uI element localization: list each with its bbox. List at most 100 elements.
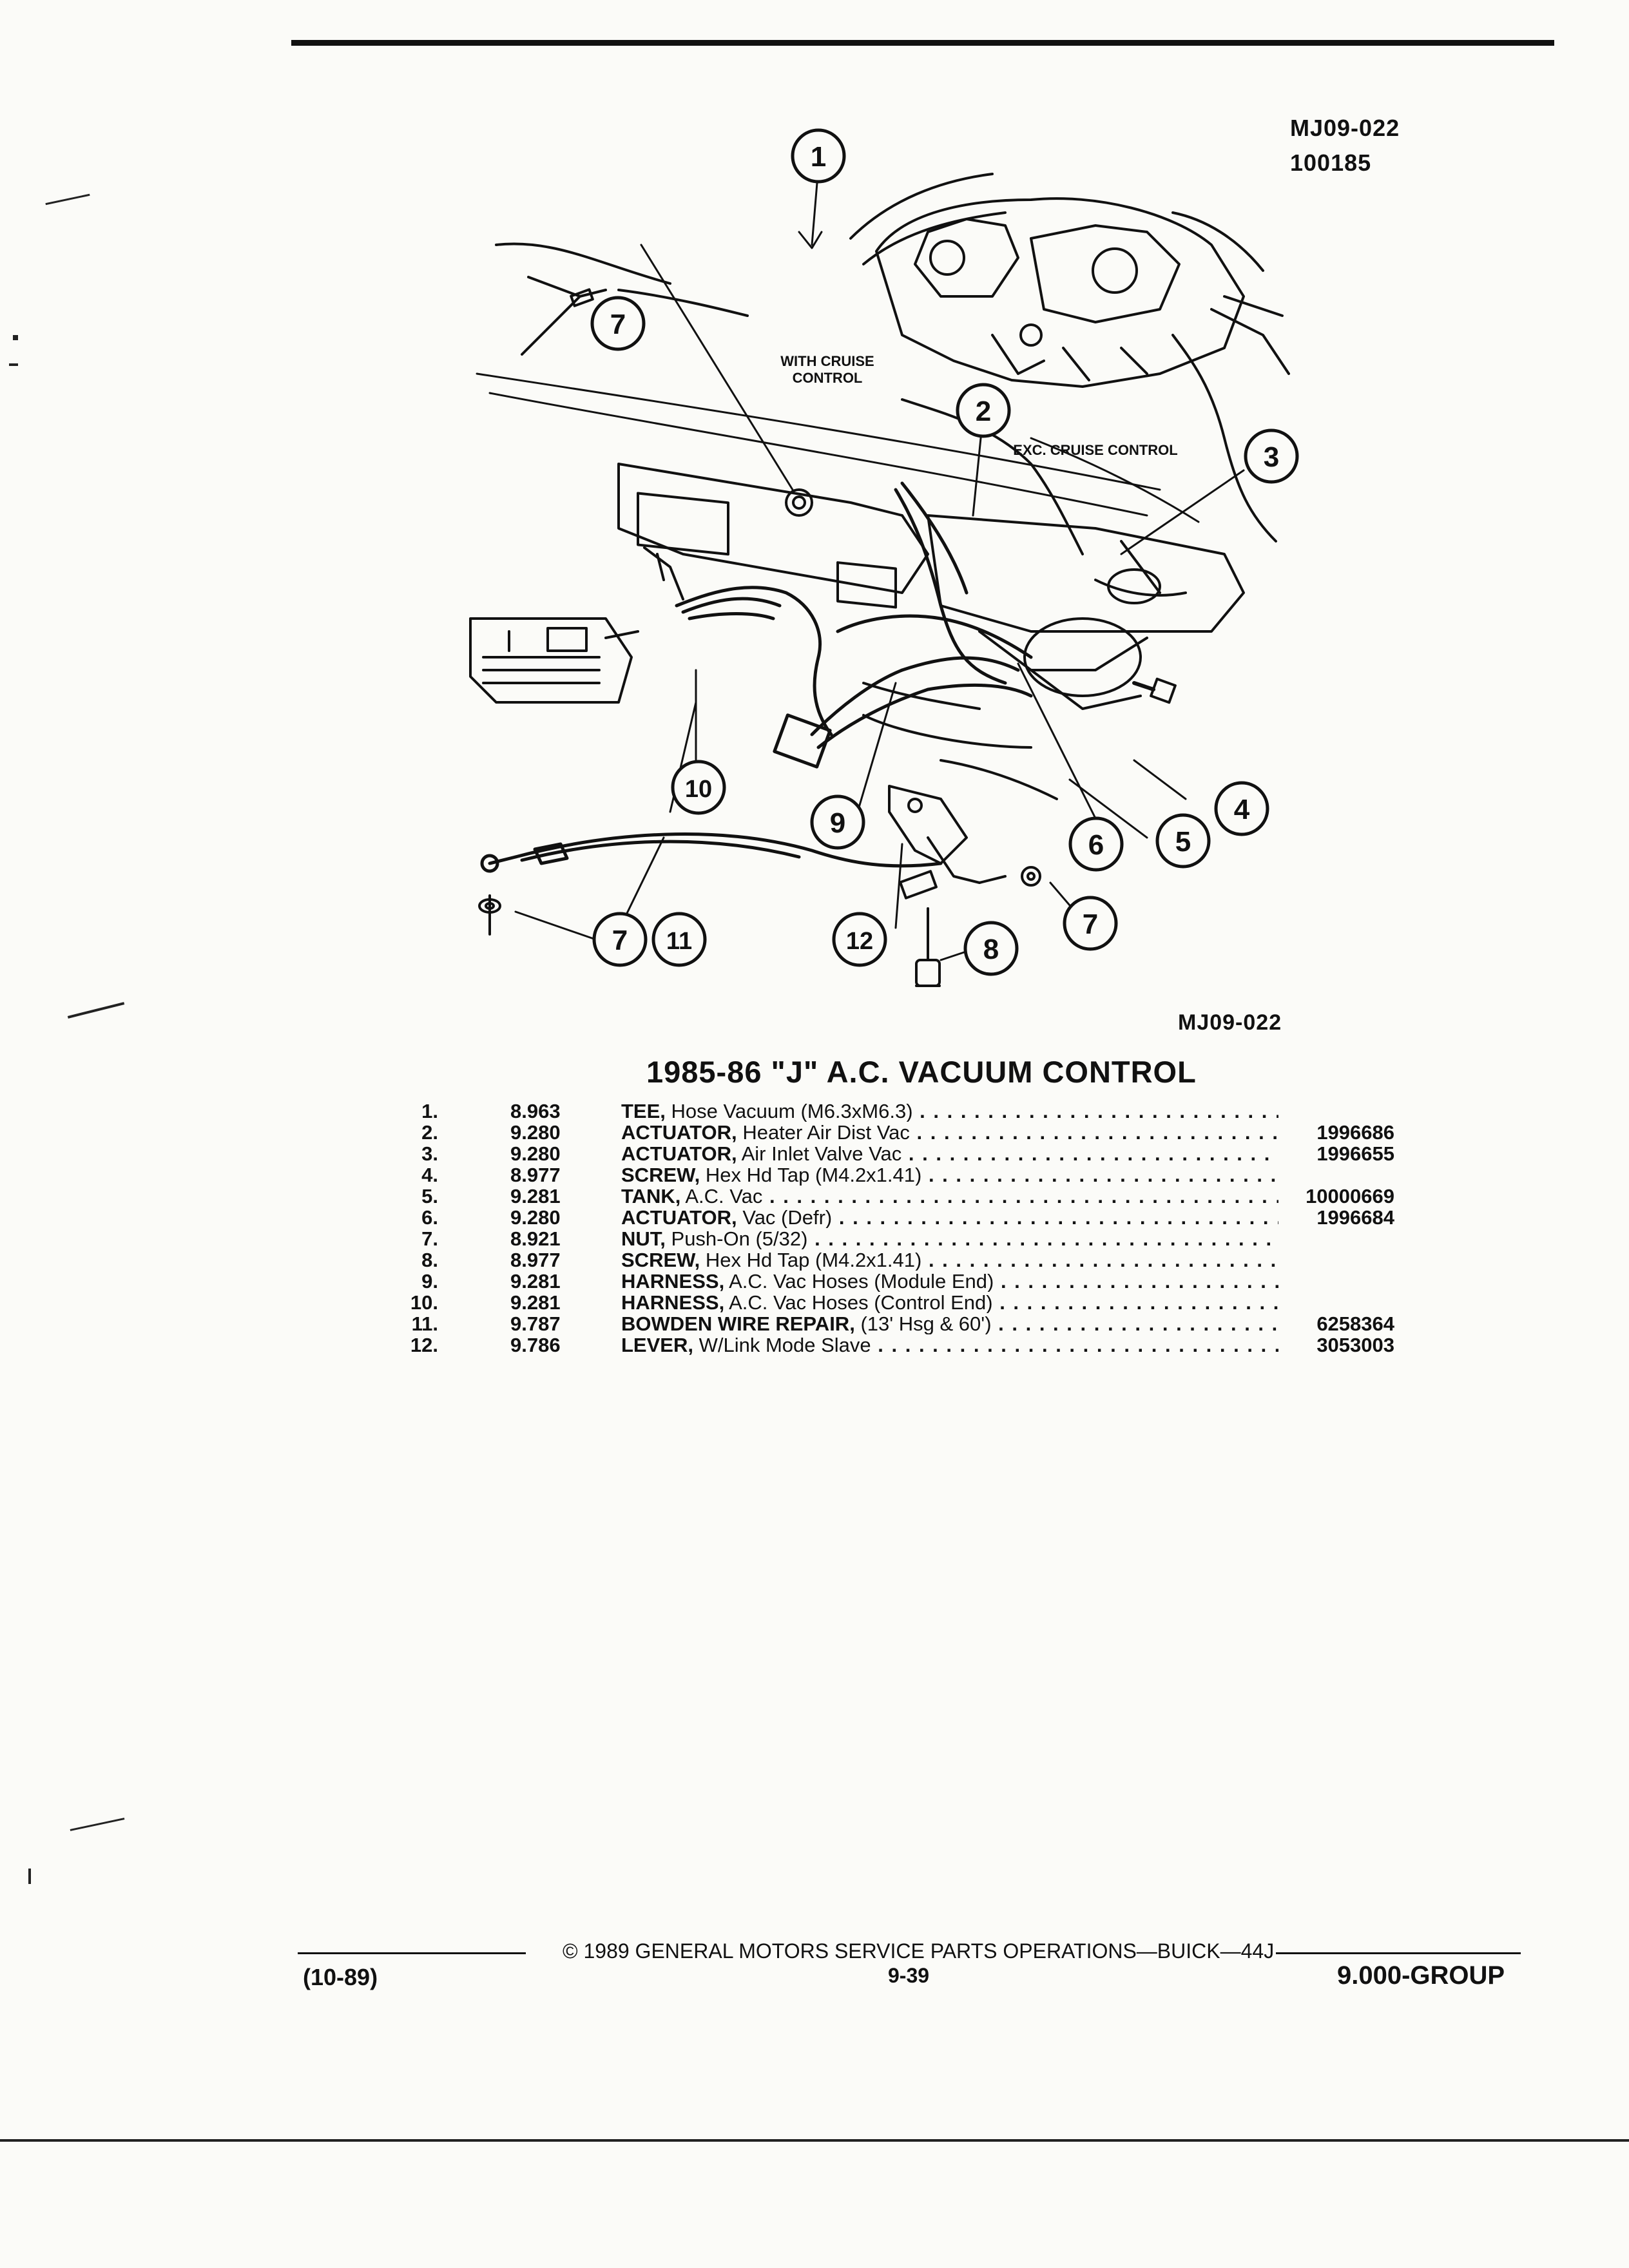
part-name: ACTUATOR, xyxy=(621,1122,737,1143)
part-number: 3053003 xyxy=(1316,1334,1394,1356)
part-description: ACTUATOR, Air Inlet Valve Vac xyxy=(621,1143,1278,1164)
scan-mark xyxy=(9,363,18,366)
callout-7-b xyxy=(1063,896,1118,951)
date-code: 100185 xyxy=(1290,149,1372,176)
part-number: 1996655 xyxy=(1316,1142,1394,1165)
page-title: 1985-86 "J" A.C. VACUUM CONTROL xyxy=(646,1055,1197,1089)
callout-5 xyxy=(1155,813,1211,869)
part-detail: Hex Hd Tap (M4.2x1.41) xyxy=(705,1164,922,1186)
group-number: 8.977 xyxy=(510,1249,561,1271)
callout-number: 5 xyxy=(1175,826,1191,858)
part-detail: Hex Hd Tap (M4.2x1.41) xyxy=(705,1249,922,1271)
callout-number: 8 xyxy=(983,934,999,965)
callout-number: 11 xyxy=(666,928,692,955)
label-exc-cruise: EXC. CRUISE CONTROL xyxy=(1013,442,1177,458)
part-number: 1996684 xyxy=(1316,1206,1394,1229)
footer-date: (10-89) xyxy=(303,1964,378,1990)
bottom-rule xyxy=(0,2139,1629,2142)
callout-number: 6 xyxy=(1088,829,1104,861)
control-head xyxy=(469,617,639,704)
part-detail: Push-On (5/32) xyxy=(671,1228,808,1249)
part-name: TEE, xyxy=(621,1100,666,1122)
part-description: SCREW, Hex Hd Tap (M4.2x1.41) xyxy=(621,1249,1278,1271)
fasteners xyxy=(478,677,1177,987)
lever-assembly xyxy=(888,785,1041,899)
group-number: 9.786 xyxy=(510,1334,561,1356)
group-number: 8.963 xyxy=(510,1100,561,1122)
part-name: SCREW, xyxy=(621,1249,700,1271)
diagram-code: MJ09-022 xyxy=(1290,115,1400,141)
callout-2 xyxy=(956,383,1011,438)
part-detail: Hose Vacuum (M6.3xM6.3) xyxy=(671,1100,913,1122)
label-with-cruise-control: CONTROL xyxy=(793,370,863,386)
footer-rule-left xyxy=(298,1952,526,1954)
part-detail: A.C. Vac Hoses (Module End) xyxy=(729,1271,994,1292)
scan-mark xyxy=(67,1002,125,1019)
callout-number: 9 xyxy=(830,807,845,839)
part-description: ACTUATOR, Heater Air Dist Vac xyxy=(621,1122,1278,1143)
callout-number: 7 xyxy=(612,925,628,956)
parts-list-row: 9. 9.281 HARNESS, A.C. Vac Hoses (Module E… xyxy=(374,1271,1405,1292)
scan-mark xyxy=(70,1818,125,1831)
scan-mark xyxy=(28,1869,31,1884)
item-number: 10. xyxy=(410,1291,438,1314)
engine-drawing xyxy=(849,173,1290,388)
item-number: 3. xyxy=(421,1142,438,1165)
item-number: 7. xyxy=(421,1227,438,1250)
part-detail: A.C. Vac xyxy=(685,1186,763,1207)
callout-number: 10 xyxy=(685,776,712,803)
item-number: 4. xyxy=(421,1164,438,1186)
callout-number: 1 xyxy=(811,141,826,173)
part-detail: A.C. Vac Hoses (Control End) xyxy=(729,1292,993,1313)
footer-page-number: 9-39 xyxy=(888,1964,930,1987)
item-number: 2. xyxy=(421,1121,438,1144)
footer-rule-right xyxy=(1276,1952,1521,1954)
caption-code: MJ09-022 xyxy=(1178,1010,1282,1035)
callout-11 xyxy=(651,912,707,967)
part-name: BOWDEN WIRE REPAIR, xyxy=(621,1313,855,1334)
part-description: TEE, Hose Vacuum (M6.3xM6.3) xyxy=(621,1100,1278,1122)
part-description: HARNESS, A.C. Vac Hoses (Control End) xyxy=(621,1292,1278,1313)
cruise-hoses xyxy=(495,242,1277,555)
callout-number: 3 xyxy=(1264,441,1279,473)
group-number: 8.921 xyxy=(510,1227,561,1250)
part-name: ACTUATOR, xyxy=(621,1207,737,1228)
part-description: BOWDEN WIRE REPAIR, (13' Hsg & 60') xyxy=(621,1313,1278,1334)
footer-group: 9.000-GROUP xyxy=(1337,1961,1505,1990)
item-number: 1. xyxy=(421,1100,438,1122)
scan-mark xyxy=(13,335,18,340)
callout-number: 7 xyxy=(1083,908,1098,940)
part-number: 1996686 xyxy=(1316,1121,1394,1144)
part-description: TANK, A.C. Vac xyxy=(621,1186,1278,1207)
callout-3 xyxy=(1244,428,1299,484)
item-number: 9. xyxy=(421,1270,438,1293)
callout-7-c xyxy=(592,912,648,967)
callout-number: 2 xyxy=(976,396,991,427)
exploded-diagram: 1 7 2 3 10 9 6 5 4 7 12 8 7 11 WITH CRUI… xyxy=(469,128,1299,987)
part-number: 10000669 xyxy=(1306,1185,1394,1207)
group-number: 9.281 xyxy=(510,1270,561,1293)
item-number: 5. xyxy=(421,1185,438,1207)
part-name: SCREW, xyxy=(621,1164,700,1186)
bowden-cable xyxy=(480,832,943,873)
group-number: 9.281 xyxy=(510,1185,561,1207)
part-name: TANK, xyxy=(621,1186,681,1207)
cowl-lines xyxy=(476,372,1200,523)
part-name: HARNESS, xyxy=(621,1292,725,1313)
callout-6 xyxy=(1068,816,1124,872)
part-description: HARNESS, A.C. Vac Hoses (Module End) xyxy=(621,1271,1278,1292)
callout-4 xyxy=(1214,781,1269,836)
part-detail: (13' Hsg & 60') xyxy=(860,1313,992,1334)
heater-case xyxy=(617,463,1245,800)
part-number: 6258364 xyxy=(1316,1312,1394,1335)
part-description: ACTUATOR, Vac (Defr) xyxy=(621,1207,1278,1228)
part-detail: Heater Air Dist Vac xyxy=(742,1122,910,1143)
item-number: 12. xyxy=(410,1334,438,1356)
